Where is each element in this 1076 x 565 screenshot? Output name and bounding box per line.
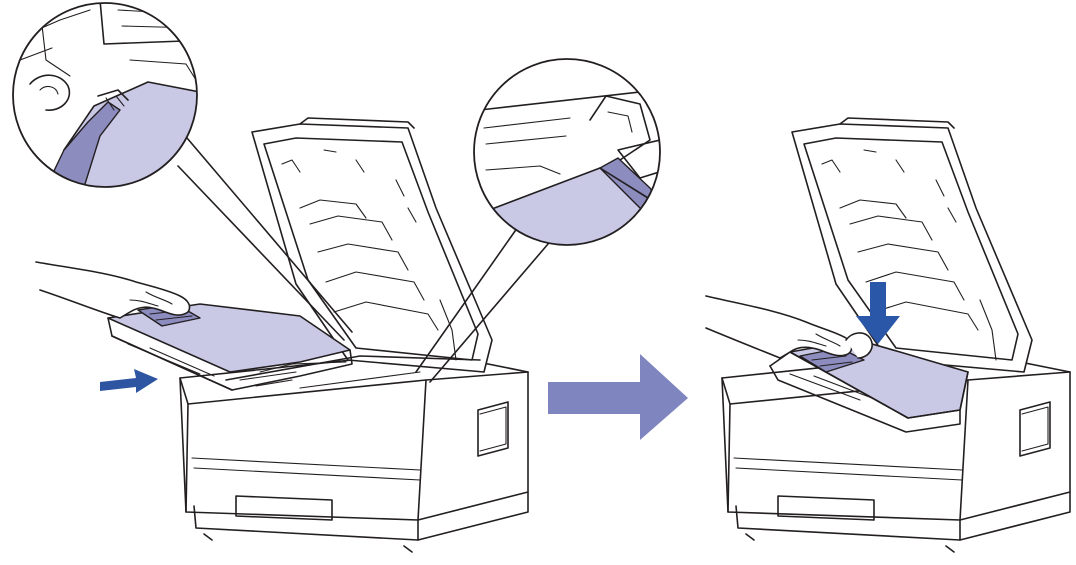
top-cover-left: [251, 117, 493, 373]
detail-zoom-left: [12, 2, 198, 188]
hand-left: [35, 261, 191, 319]
printer-body-left: [179, 351, 529, 553]
detail-zoom-right: [473, 58, 661, 246]
step-arrow-icon: [548, 354, 688, 440]
callout-line-left-2: [177, 165, 345, 341]
belt-unit-right: [769, 339, 969, 433]
callout-line-right: [415, 223, 521, 373]
step-panel-belt-unit-installed: [705, 117, 1071, 553]
hand-right: [705, 295, 873, 359]
printer-body-right: [721, 351, 1071, 553]
printer-cavity-left: [225, 355, 481, 389]
step-panel-insert-belt-unit: [12, 2, 661, 553]
top-cover-right: [791, 117, 1033, 373]
callout-line-left: [169, 117, 353, 333]
push-arrow-icon: [100, 369, 158, 393]
callout-line-right-2: [429, 243, 549, 383]
down-arrow-icon: [856, 282, 900, 344]
